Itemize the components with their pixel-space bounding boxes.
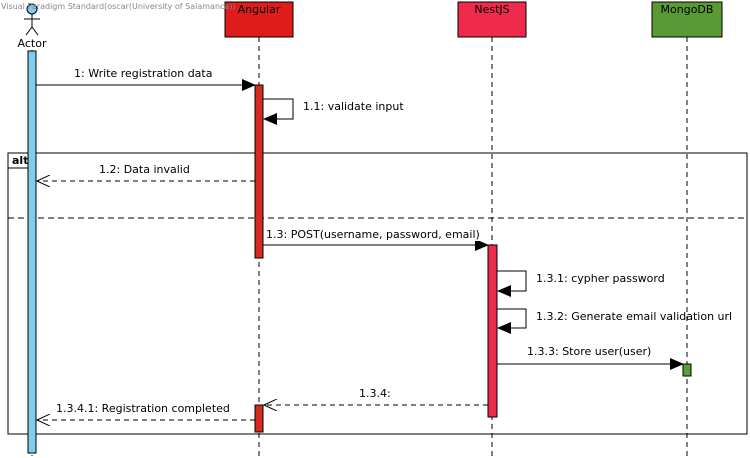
message-1-3-1-label: 1.3.1: cypher password bbox=[536, 272, 665, 285]
message-1-3-1: 1.3.1: cypher password bbox=[497, 270, 665, 297]
message-1-3-2-label: 1.3.2: Generate email validation url bbox=[536, 310, 732, 323]
activation-angular-1 bbox=[254, 84, 264, 259]
message-1-3-4-1: 1.3.4.1: Registration completed bbox=[37, 402, 255, 420]
message-1-3-4-label: 1.3.4: bbox=[359, 387, 391, 400]
message-1-1-label: 1.1: validate input bbox=[303, 100, 404, 113]
activation-nestjs bbox=[487, 244, 498, 418]
message-1: 1: Write registration data bbox=[36, 67, 256, 91]
message-1-3-4-1-label: 1.3.4.1: Registration completed bbox=[56, 402, 230, 415]
participant-nestjs: NestJS bbox=[457, 1, 527, 38]
nestjs-label: NestJS bbox=[474, 3, 509, 16]
angular-label: Angular bbox=[238, 3, 281, 16]
mongodb-label: MongoDB bbox=[661, 3, 714, 16]
actor-stick-figure-icon bbox=[24, 3, 40, 36]
activation-actor bbox=[27, 50, 37, 454]
message-1-1: 1.1: validate input bbox=[263, 98, 404, 125]
message-1-3-4: 1.3.4: bbox=[264, 387, 488, 405]
activation-mongodb bbox=[682, 363, 692, 377]
message-1-3-3-label: 1.3.3: Store user(user) bbox=[527, 345, 651, 358]
message-1-3: 1.3: POST(username, password, email) bbox=[263, 227, 489, 251]
message-1-2-label: 1.2: Data invalid bbox=[99, 163, 190, 176]
message-1-3-label: 1.3: POST(username, password, email) bbox=[266, 228, 480, 241]
message-1-2: 1.2: Data invalid bbox=[37, 163, 255, 181]
actor-label: Actor bbox=[18, 37, 47, 50]
message-1-3-3: 1.3.3: Store user(user) bbox=[497, 345, 684, 370]
watermark-text: Visual Paradigm Standard(oscar(Universit… bbox=[1, 2, 236, 11]
alt-fragment-label: alt bbox=[12, 154, 28, 167]
message-1-3-2: 1.3.2: Generate email validation url bbox=[497, 308, 732, 334]
participant-angular: Angular bbox=[224, 1, 294, 38]
activation-angular-2 bbox=[254, 404, 264, 433]
participant-actor: Actor bbox=[18, 3, 47, 50]
message-1-label: 1: Write registration data bbox=[74, 67, 212, 80]
participant-mongodb: MongoDB bbox=[651, 1, 723, 38]
